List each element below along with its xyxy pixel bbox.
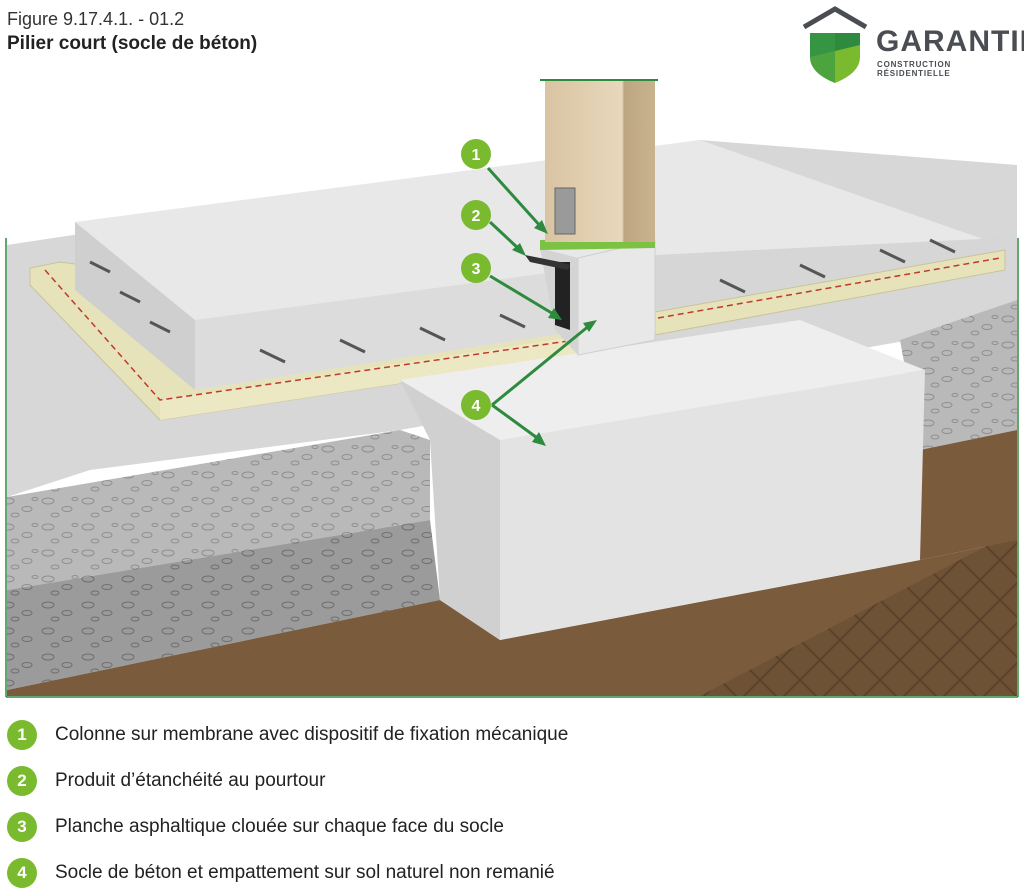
callout-4-label: 4 (472, 398, 481, 415)
gravel-layer-lower (7, 520, 440, 690)
soil-layer-right (920, 430, 1017, 560)
legend-number: 3 (7, 812, 37, 842)
membrane-right (657, 257, 1001, 319)
membrane-left (44, 269, 576, 401)
legend: 1 Colonne sur membrane avec dispositif d… (7, 712, 1017, 896)
figure-number: Figure 9.17.4.1. - 01.2 (7, 9, 185, 29)
rebar (89, 238, 956, 364)
logo-name: GARANTIE (876, 25, 1024, 58)
callout-2: 2 (461, 200, 491, 230)
legend-text: Colonne sur membrane avec dispositif de … (55, 724, 569, 745)
insulation-left-edge (160, 335, 585, 420)
callout-3: 3 (461, 253, 491, 283)
callout-1-label: 1 (472, 147, 481, 164)
callout-arrows (486, 166, 591, 442)
legend-item: 2 Produit d’étanchéité au pourtour (7, 758, 1017, 804)
legend-text: Socle de béton et empattement sur sol na… (55, 862, 555, 883)
garantie-logo: GARANTIE CONSTRUCTION RÉSIDENTIELLE (800, 5, 1024, 85)
legend-text: Produit d’étanchéité au pourtour (55, 770, 326, 791)
logo-subtitle: CONSTRUCTION RÉSIDENTIELLE (877, 60, 952, 78)
pier-socle (577, 239, 656, 356)
footing-top (400, 320, 925, 440)
figure-title: Pilier court (socle de béton) (7, 33, 258, 54)
slab-front-face (195, 268, 585, 390)
fixation-bracket (554, 187, 576, 235)
legend-item: 1 Colonne sur membrane avec dispositif d… (7, 712, 1017, 758)
callout-3-label: 3 (472, 261, 481, 278)
house-shield-icon (802, 6, 868, 83)
legend-number: 1 (7, 720, 37, 750)
callout-2-label: 2 (472, 208, 481, 225)
slab-left-face (75, 222, 195, 390)
gravel-layer-right (900, 300, 1017, 450)
legend-number: 4 (7, 858, 37, 888)
soil-hatch (700, 530, 1017, 696)
slab-right-face (655, 238, 1000, 310)
callout-4: 4 (461, 390, 491, 420)
legend-number: 2 (7, 766, 37, 796)
footing-front-face (500, 370, 925, 640)
gravel-layer-upper (7, 430, 430, 590)
footing-left-face (400, 380, 500, 640)
figure-header: Figure 9.17.4.1. - 01.2 Pilier court (so… (7, 8, 257, 56)
legend-text: Planche asphaltique clouée sur chaque fa… (55, 816, 504, 837)
legend-item: 3 Planche asphaltique clouée sur chaque … (7, 804, 1017, 850)
asphalt-board (555, 262, 570, 330)
callout-1: 1 (461, 139, 491, 169)
callout-arrowheads (512, 220, 597, 446)
pier-illustration: 1 2 3 4 (5, 79, 1019, 698)
soil-layer (7, 540, 1017, 696)
asphalt-board-top (525, 255, 570, 270)
legend-item: 4 Socle de béton et empattement sur sol … (7, 850, 1017, 896)
